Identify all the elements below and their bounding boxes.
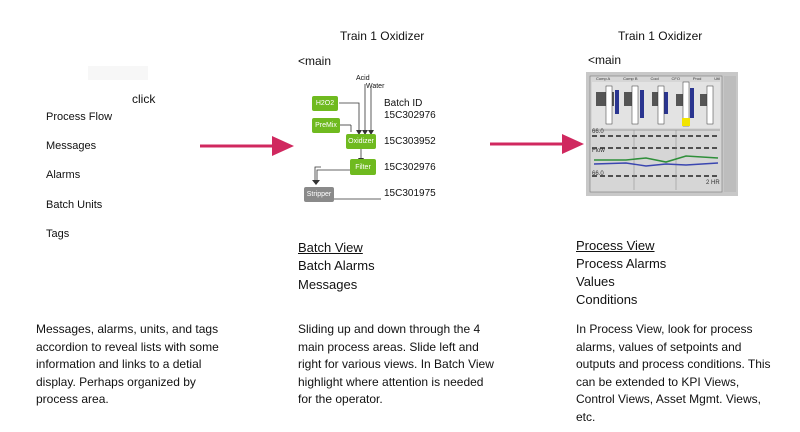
right-title: Train 1 Oxidizer xyxy=(618,29,703,43)
arrow-left-to-middle xyxy=(200,136,294,156)
right-back-link[interactable]: <main xyxy=(588,53,622,67)
menu-item-messages[interactable]: Messages xyxy=(46,140,97,152)
faint-header-bar xyxy=(88,66,148,80)
batch-flow-diagram xyxy=(312,84,381,200)
tab-conditions[interactable]: Conditions xyxy=(576,292,638,307)
batch-id-stripper[interactable]: 15C301975 xyxy=(384,188,436,199)
stripper-unit[interactable]: Stripper xyxy=(304,187,334,202)
tab-values[interactable]: Values xyxy=(576,274,615,289)
trend-col-labels: Comp A Comp B Cool CFO Prod Util xyxy=(596,76,720,81)
water-label: Water xyxy=(366,83,385,90)
menu-item-alarms[interactable]: Alarms xyxy=(46,169,81,181)
col-label-comp-b: Comp B xyxy=(623,76,638,81)
acid-label: Acid xyxy=(356,75,370,82)
tab-batch-view[interactable]: Batch View xyxy=(298,240,363,255)
col-label-util: Util xyxy=(714,76,720,81)
batch-id-header: Batch ID xyxy=(384,98,423,109)
menu-item-batch-units[interactable]: Batch Units xyxy=(46,199,103,211)
right-description: In Process View, look for process alarms… xyxy=(576,322,771,424)
filter-unit[interactable]: Filter xyxy=(350,159,376,175)
menu-item-tags[interactable]: Tags xyxy=(46,228,70,240)
trend-bottom-value: 66.0 xyxy=(592,171,604,177)
trend-mid-label: Flow xyxy=(592,148,605,154)
trend-top-value: 66.0 xyxy=(592,129,604,135)
tab-process-alarms[interactable]: Process Alarms xyxy=(576,256,667,271)
menu-item-process-flow[interactable]: Process Flow xyxy=(46,111,113,123)
col-label-prod: Prod xyxy=(692,76,702,81)
tab-batch-alarms[interactable]: Batch Alarms xyxy=(298,258,375,273)
click-label: click xyxy=(132,92,156,106)
batch-id-h2o2[interactable]: 15C302976 xyxy=(384,110,436,121)
col-label-cfo: CFO xyxy=(671,76,680,81)
arrow-middle-to-right xyxy=(490,134,584,154)
left-description: Messages, alarms, units, and tags accord… xyxy=(36,322,219,406)
batch-id-oxidizer[interactable]: 15C303952 xyxy=(384,136,436,147)
middle-description: Sliding up and down through the 4 main p… xyxy=(298,322,494,406)
col-label-cool: Cool xyxy=(650,76,659,81)
middle-title: Train 1 Oxidizer xyxy=(340,29,425,43)
tab-messages[interactable]: Messages xyxy=(298,277,358,292)
h2o2-unit[interactable]: H2O2 xyxy=(312,96,338,111)
tab-process-view[interactable]: Process View xyxy=(576,238,655,253)
process-trend-thumbnail[interactable] xyxy=(586,72,738,196)
middle-back-link[interactable]: <main xyxy=(298,54,332,68)
trend-time-label: 2 HR xyxy=(706,180,720,186)
batch-id-filter[interactable]: 15C302976 xyxy=(384,162,436,173)
oxidizer-unit[interactable]: Oxidizer xyxy=(346,134,376,149)
premix-unit[interactable]: PreMix xyxy=(312,118,340,133)
col-label-comp-a: Comp A xyxy=(596,76,611,81)
